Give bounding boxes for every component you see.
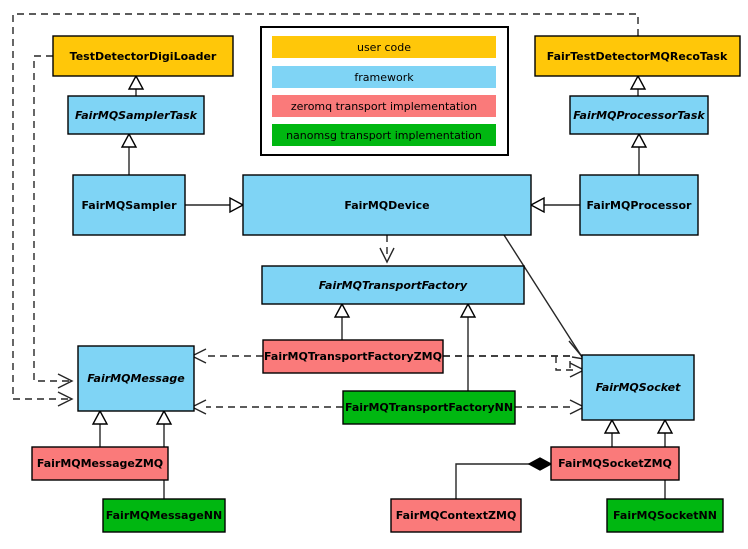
node-fairmqprocessor[interactable]: FairMQProcessor [579,174,699,236]
edge-factoryzmq-to-message [190,348,263,364]
node-box[interactable] [261,265,525,305]
edge-processortask-to-recotask [629,74,647,96]
node-fairmqmessagezmq[interactable]: FairMQMessageZMQ [31,446,169,481]
node-fairmqdevice[interactable]: FairMQDevice [242,174,532,236]
edge-digiloader-to-message [33,55,74,389]
node-fairmqtransportfactoryzmq[interactable]: FairMQTransportFactoryZMQ [262,339,444,374]
node-label: FairMQMessageNN [106,509,222,522]
node-label: FairMQTransportFactoryNN [345,401,513,414]
edge-socketzmq-to-socket [603,418,621,447]
node-box[interactable] [72,174,186,236]
edge-factorynn-to-message [190,399,343,415]
edge-factoryzmq-to-factory [333,302,351,340]
legend-swatch-framework [272,66,496,88]
legend-label: zeromq transport implementation [291,100,477,113]
node-fairmqtransportfactory[interactable]: FairMQTransportFactory [261,265,525,305]
edge-factorynn-to-factory [459,302,477,391]
node-testdetectordigiloader[interactable]: TestDetectorDigiLoader [52,35,234,77]
node-fairmqsocketnn[interactable]: FairMQSocketNN [606,498,724,533]
node-box[interactable] [77,345,195,412]
edge-contextzmq-to-socketzmq [455,457,553,499]
node-fairmqprocessortask[interactable]: FairMQProcessorTask [569,95,709,135]
node-box[interactable] [581,354,695,421]
legend-item-user-code: user code [272,36,496,58]
node-box[interactable] [52,35,234,77]
node-box[interactable] [550,446,680,481]
legend-item-framework: framework [272,66,496,88]
node-fairmqsocketzmq[interactable]: FairMQSocketZMQ [550,446,680,481]
node-box[interactable] [606,498,724,533]
node-fairtestdetectormqrecotask[interactable]: FairTestDetectorMQRecoTask [534,35,741,77]
edge-recotask-to-message [12,13,639,407]
node-box[interactable] [534,35,741,77]
node-fairmqmessagenn[interactable]: FairMQMessageNN [102,498,226,533]
node-label: TestDetectorDigiLoader [70,50,217,63]
legend-swatch-zeromq [272,95,496,117]
edge-processor-to-processortask [630,132,648,175]
node-label: FairMQMessageZMQ [37,457,163,470]
node-box[interactable] [579,174,699,236]
node-fairmqsamplertask[interactable]: FairMQSamplerTask [67,95,205,135]
node-label: FairTestDetectorMQRecoTask [547,50,728,63]
edge-factorynn-to-socket [515,399,586,415]
edge-layer [12,13,674,499]
node-box[interactable] [31,446,169,481]
node-label: FairMQProcessor [587,199,692,212]
edge-device-to-transportfactory [379,235,395,264]
node-label: FairMQMessage [87,372,185,385]
edge-samplertask-to-digiloader [127,74,145,96]
node-label: FairMQSocketNN [613,509,717,522]
node-label: FairMQSocket [596,381,682,394]
edge-factoryzmq-to-socket [443,355,586,378]
node-box[interactable] [342,390,516,425]
node-fairmqsampler[interactable]: FairMQSampler [72,174,186,236]
edge-sampler-to-samplertask [120,132,138,175]
node-label: FairMQSamplerTask [75,109,198,122]
legend-label: user code [357,41,411,54]
node-label: FairMQContextZMQ [396,509,517,522]
legend-swatch-user-code [272,36,496,58]
node-fairmqcontextzmq[interactable]: FairMQContextZMQ [390,498,522,533]
edge-messagezmq-to-message [91,409,109,447]
node-fairmqsocket[interactable]: FairMQSocket [581,354,695,421]
node-label: FairMQSampler [81,199,177,212]
node-box[interactable] [569,95,709,135]
node-label: FairMQTransportFactory [319,279,468,292]
node-layer: TestDetectorDigiLoader FairTestDetectorM… [31,35,741,533]
node-box[interactable] [242,174,532,236]
edge-sampler-to-device [185,196,245,214]
node-label: FairMQProcessorTask [573,109,705,122]
node-label: FairMQSocketZMQ [558,457,672,470]
legend: user code framework zeromq transport imp… [260,26,509,156]
node-fairmqmessage[interactable]: FairMQMessage [77,345,195,412]
edge-processor-to-device [529,196,580,214]
node-box[interactable] [262,339,444,374]
legend-label: nanomsg transport implementation [286,129,482,142]
legend-swatch-nanomsg [272,124,496,146]
node-fairmqtransportfactorynn[interactable]: FairMQTransportFactoryNN [342,390,516,425]
legend-item-nanomsg: nanomsg transport implementation [272,124,496,146]
node-box[interactable] [67,95,205,135]
legend-item-zeromq: zeromq transport implementation [272,95,496,117]
legend-label: framework [354,71,414,84]
node-label: FairMQDevice [344,199,429,212]
node-label: FairMQTransportFactoryZMQ [264,350,442,363]
node-box[interactable] [390,498,522,533]
node-box[interactable] [102,498,226,533]
